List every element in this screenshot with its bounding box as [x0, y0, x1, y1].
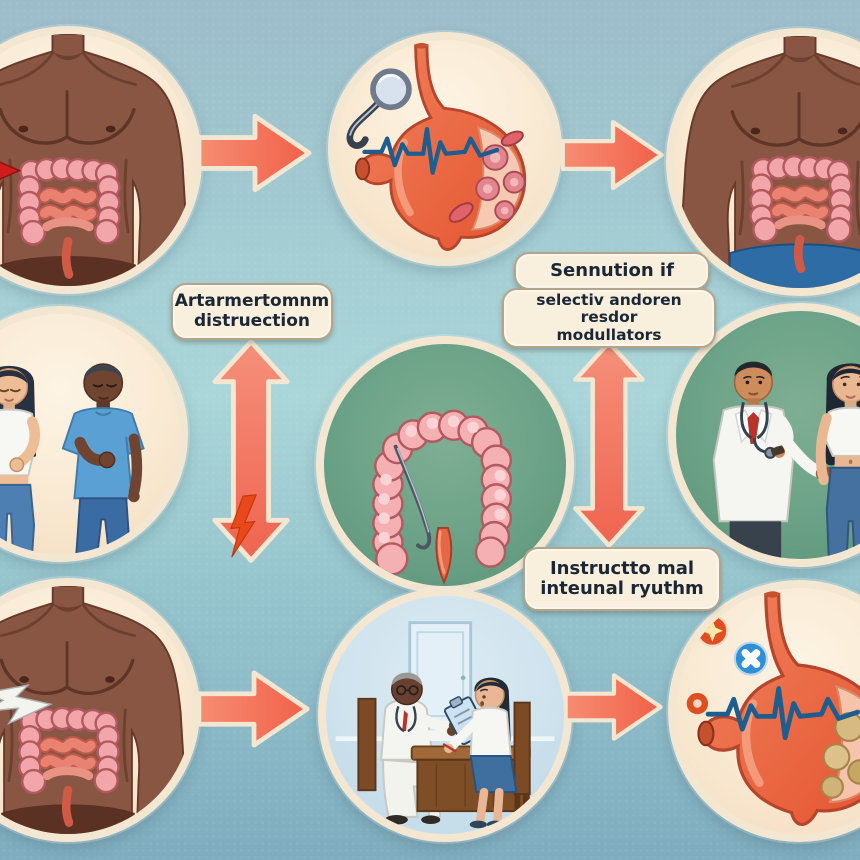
torso-intestines-icon — [677, 36, 860, 288]
label-modulators-body: selectiv andoren resdor modullators — [502, 288, 716, 348]
woman-patient — [0, 365, 40, 554]
lightning-bolt-icon — [230, 494, 258, 558]
stomach-exam-icon — [346, 42, 527, 251]
colon-icon — [372, 409, 513, 585]
arrow-top-center-to-right — [561, 119, 664, 191]
arrow-bottom-left-to-center — [197, 670, 310, 748]
consultation-icon — [326, 621, 564, 834]
intestines-icon — [749, 154, 853, 273]
label-modulators-title: Sennution if — [514, 252, 710, 290]
label-modulators-body-line1: selectiv andoren resdor — [536, 290, 682, 327]
label-rhythm-line2: inteunal ryuthm — [540, 578, 704, 599]
ecg-line-icon — [705, 686, 860, 741]
figure-colon — [316, 336, 574, 594]
figure-stomach-exam — [328, 32, 562, 266]
intestines-icon — [0, 684, 120, 827]
doctor-chair — [357, 697, 377, 792]
label-disruption-line2: distruection — [193, 310, 311, 331]
dot-badge-icon — [686, 692, 709, 715]
figure-consultation — [318, 588, 572, 842]
figure-doctor-patient — [668, 303, 860, 567]
doctor — [712, 361, 837, 559]
label-modulators-title-line1: Sennution if — [550, 259, 674, 281]
doctor-patient-icon — [712, 361, 860, 559]
label-rhythm-line1: Instructto mal — [549, 557, 695, 579]
two-patients-icon — [0, 363, 145, 554]
label-rhythm: Instructto mal inteunal ryuthm — [523, 547, 721, 611]
figure-torso-top-right — [666, 28, 860, 296]
figure-torso-bottom-left — [0, 578, 200, 842]
label-disruption-line1: Artarmertomnm — [174, 291, 330, 312]
arrow-right-vertical — [573, 340, 645, 548]
torso-intestines-lightning-icon — [0, 586, 190, 834]
magnifier-icon — [346, 68, 412, 149]
food-cells-icon — [448, 130, 526, 223]
patient-seated — [442, 677, 518, 829]
torso-intestines-icon — [0, 34, 191, 286]
endoscope-icon — [393, 444, 432, 550]
intestines-icon — [0, 156, 121, 279]
red-pointer-arrow-icon — [0, 161, 22, 180]
figure-patients-pain — [0, 306, 188, 562]
arrow-top-left-to-center — [197, 113, 312, 193]
woman-patient — [815, 363, 860, 559]
label-disruption: Artarmertomnm distruection — [171, 283, 333, 340]
stomach-medication-icon — [686, 591, 860, 826]
label-modulators-body-line2: modullators — [556, 325, 662, 344]
crossed-tools-badge-icon — [733, 641, 768, 676]
pills-icon — [820, 712, 860, 799]
figure-stomach-medication — [668, 580, 860, 842]
man-patient — [61, 363, 145, 554]
blue-briefs — [727, 243, 860, 288]
arrow-left-vertical — [212, 339, 290, 563]
ecg-line-icon — [362, 126, 500, 175]
white-lightning-arrow-icon — [0, 684, 54, 725]
figure-torso-top-left — [0, 26, 202, 294]
sparkle-badge-icon — [696, 614, 729, 647]
arrow-bottom-center-to-right — [564, 673, 663, 741]
patient-chair — [513, 701, 531, 795]
